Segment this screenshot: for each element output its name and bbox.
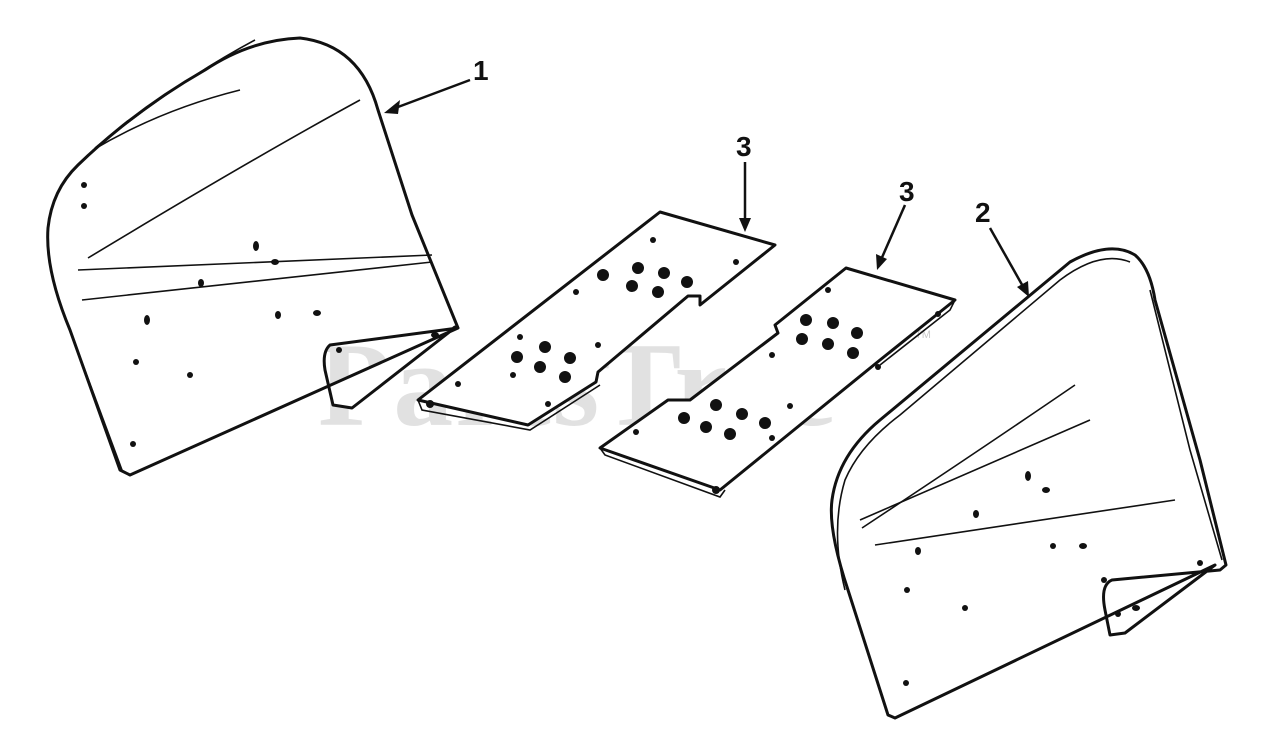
leader-1 (384, 78, 471, 114)
callout-3-right: 3 (899, 176, 915, 207)
callout-3-left: 3 (736, 131, 752, 162)
callout-1: 1 (473, 55, 489, 86)
part-1-fender-left (46, 36, 460, 477)
watermark-trademark: TM (915, 329, 931, 341)
part-3-plate-right (598, 266, 957, 498)
part-3-plate-left (416, 210, 777, 431)
part-2-fender-right (829, 247, 1228, 720)
callout-2: 2 (975, 197, 991, 228)
leader-2 (988, 227, 1029, 297)
leader-3a (739, 162, 751, 232)
leader-3b (876, 204, 907, 270)
